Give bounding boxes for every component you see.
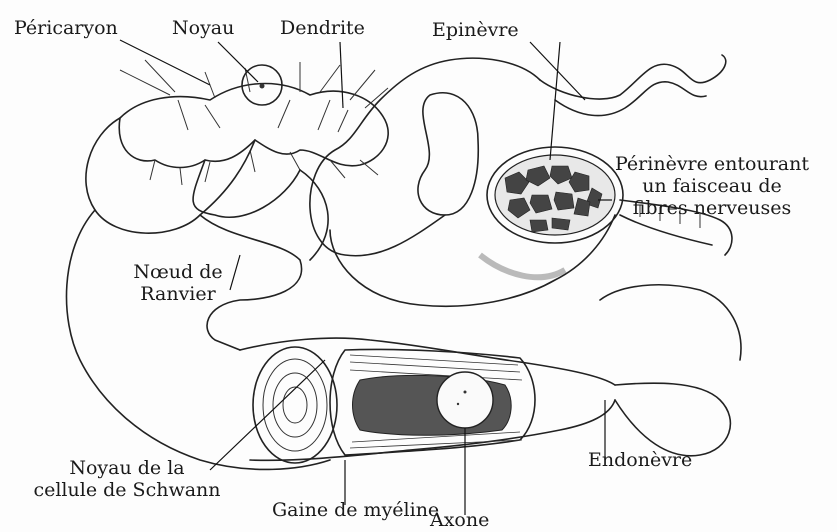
cell-body	[119, 60, 388, 185]
label-gaine: Gaine de myéline	[272, 500, 439, 521]
label-dendrite: Dendrite	[280, 18, 365, 39]
label-axone: Axone	[430, 510, 489, 531]
label-schwann-line-1: Noyau de la	[12, 458, 242, 479]
label-perinevre-line-2: un faisceau de	[592, 176, 832, 197]
label-endonevre: Endonèvre	[588, 450, 692, 471]
label-noeud-line-2: Ranvier	[128, 284, 228, 305]
label-epinevre: Epinèvre	[432, 20, 519, 41]
label-schwann-line-2: cellule de Schwann	[12, 480, 242, 501]
label-noeud-line-1: Nœud de	[128, 262, 228, 283]
label-pericaryon: Péricaryon	[14, 18, 118, 39]
label-noyau: Noyau	[172, 18, 234, 39]
myelin-cylinder	[240, 285, 741, 463]
label-perinevre-line-3: fibres nerveuses	[592, 198, 832, 219]
label-perinevre-line-1: Périnèvre entourant	[592, 154, 832, 175]
